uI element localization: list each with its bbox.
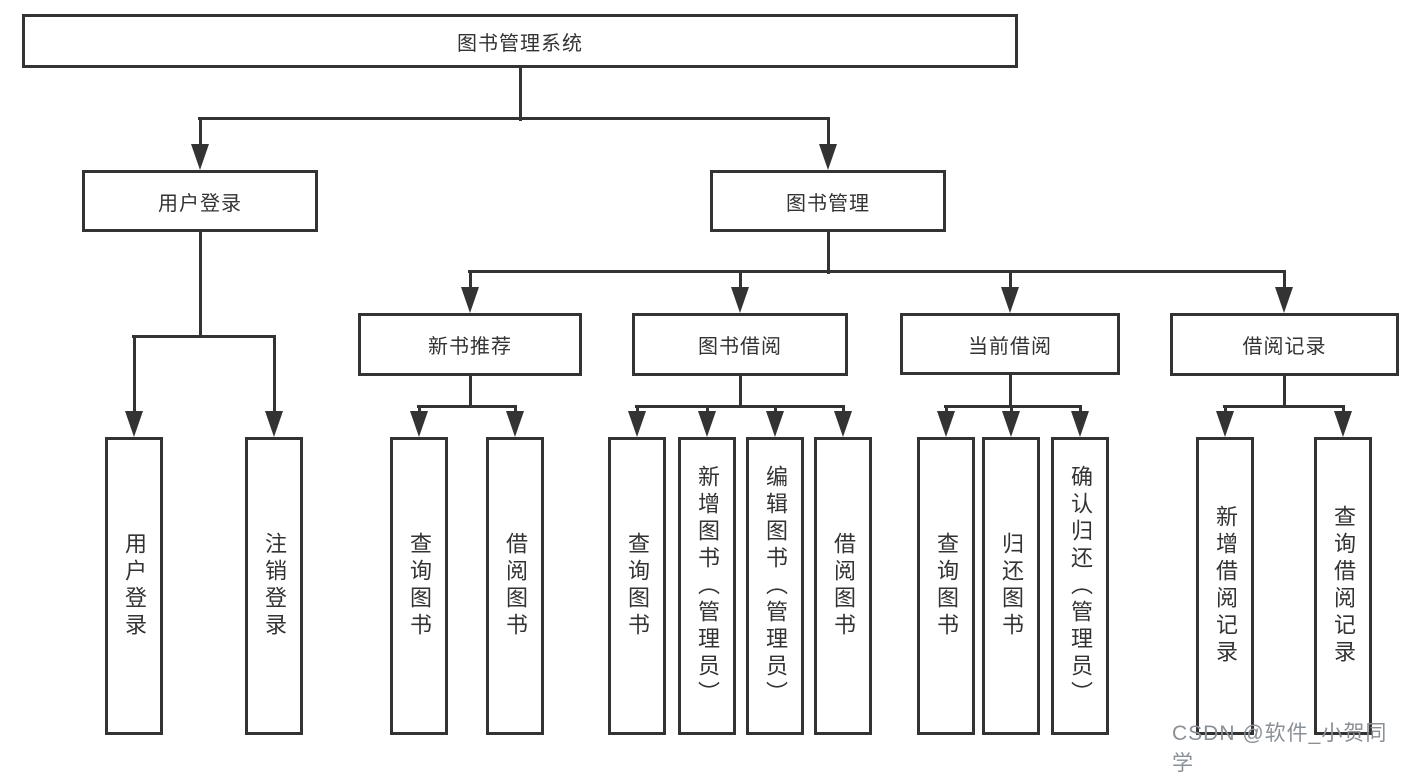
arrowhead-down-icon [265, 411, 283, 437]
arrowhead-down-icon [1275, 287, 1293, 313]
arrowhead-down-icon [731, 287, 749, 313]
arrowhead-down-icon [191, 144, 209, 170]
leaf-records-query-record: 查询借阅记录 [1314, 437, 1372, 735]
leaf-records-add-record: 新增借阅记录 [1196, 437, 1254, 735]
connector-line [944, 404, 1082, 408]
leaf-logout: 注销登录 [245, 437, 303, 735]
connector-line [826, 230, 830, 274]
node-new-book-recommend: 新书推荐 [358, 313, 582, 376]
connector-line [468, 375, 472, 408]
connector-line [1008, 375, 1012, 408]
node-book-borrowing: 图书借阅 [632, 313, 848, 376]
connector-line [738, 375, 742, 408]
connector-line [738, 271, 742, 292]
connector-line [1282, 271, 1286, 292]
connector-line [468, 269, 1286, 273]
arrowhead-down-icon [819, 144, 837, 170]
leaf-borrowing-query-books: 查询图书 [608, 437, 666, 735]
connector-line [826, 118, 830, 148]
arrowhead-down-icon [1071, 411, 1089, 437]
leaf-borrowing-add-book-admin: 新增图书（管理员） [678, 437, 736, 735]
leaf-current-query-books: 查询图书 [917, 437, 975, 735]
arrowhead-down-icon [506, 411, 524, 437]
leaf-borrowing-borrow-books: 借阅图书 [814, 437, 872, 735]
connector-line [518, 68, 522, 121]
connector-line [132, 334, 276, 338]
connector-line [198, 118, 202, 148]
node-user-login: 用户登录 [82, 170, 318, 232]
connector-line [198, 232, 202, 338]
leaf-current-confirm-return-admin: 确认归还（管理员） [1051, 437, 1109, 735]
node-library-system: 图书管理系统 [22, 14, 1018, 68]
arrowhead-down-icon [766, 411, 784, 437]
arrowhead-down-icon [1002, 411, 1020, 437]
watermark-text: CSDN @软件_小贺同学 [1172, 722, 1388, 775]
leaf-borrowing-edit-book-admin: 编辑图书（管理员） [746, 437, 804, 735]
arrowhead-down-icon [834, 411, 852, 437]
node-borrow-records: 借阅记录 [1170, 313, 1399, 376]
arrowhead-down-icon [1001, 287, 1019, 313]
connector-line [132, 336, 136, 415]
leaf-user-login: 用户登录 [105, 437, 163, 735]
connector-line [468, 271, 472, 292]
arrowhead-down-icon [461, 287, 479, 313]
arrowhead-down-icon [125, 411, 143, 437]
connector-line [272, 336, 276, 415]
connector-line [635, 404, 845, 408]
connector-line [417, 404, 517, 408]
connector-line [1223, 404, 1345, 408]
connector-line [198, 116, 830, 120]
leaf-current-return-books: 归还图书 [982, 437, 1040, 735]
arrowhead-down-icon [628, 411, 646, 437]
arrowhead-down-icon [1216, 411, 1234, 437]
connector-line [1282, 375, 1286, 408]
leaf-newrec-borrow-books: 借阅图书 [486, 437, 544, 735]
leaf-newrec-query-books: 查询图书 [390, 437, 448, 735]
arrowhead-down-icon [698, 411, 716, 437]
arrowhead-down-icon [410, 411, 428, 437]
arrowhead-down-icon [1334, 411, 1352, 437]
connector-line [1008, 271, 1012, 292]
node-current-borrowing: 当前借阅 [900, 313, 1120, 375]
arrowhead-down-icon [937, 411, 955, 437]
node-book-management: 图书管理 [710, 170, 946, 232]
